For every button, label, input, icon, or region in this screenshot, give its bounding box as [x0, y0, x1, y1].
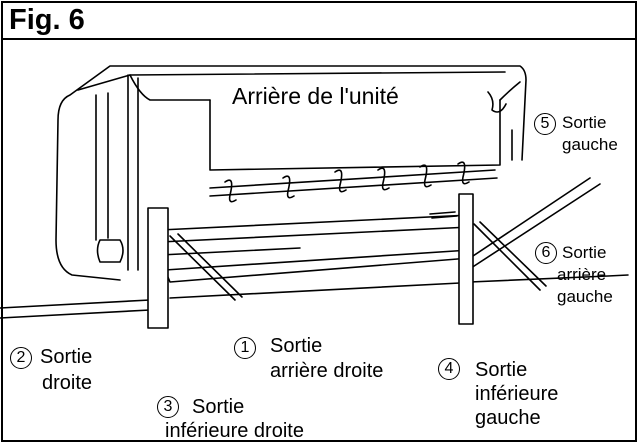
left-bracket [95, 92, 109, 241]
diag-outlet-1 [169, 233, 243, 301]
outlet-4-number: 4 [438, 358, 460, 380]
wall-line [0, 274, 629, 309]
diag-outlet-6 [473, 221, 547, 291]
outlet-1-number: 1 [234, 337, 256, 359]
outlet-5-line2: gauche [562, 135, 618, 154]
outlet-4-line2: inférieure [475, 383, 559, 405]
outlet-1-line1: Sortie [270, 335, 323, 357]
outlet-2-line2: droite [42, 372, 93, 394]
outlet-1-line2: arrière droite [270, 360, 384, 382]
unit-top-rim [129, 74, 521, 101]
outlet-5-number: 5 [534, 113, 556, 135]
wall-edge-right [467, 177, 601, 271]
outlet-6-line1: Sortie [562, 243, 607, 262]
outlet-bar-right [147, 207, 169, 329]
outlet-bar-left [458, 193, 474, 325]
figure-header: Fig. 6 [1, 1, 635, 40]
unit-outline [55, 65, 527, 281]
outlet-4-line1: Sortie [475, 359, 528, 381]
pan-slots [429, 211, 458, 219]
outlet-3-number: 3 [157, 396, 179, 418]
outlet-6-line3: gauche [557, 287, 613, 306]
outlet-6-line2: arrière [557, 265, 607, 284]
right-side-detail [487, 91, 513, 161]
fin-rail [209, 169, 498, 197]
outlet-3-line2: inférieure droite [165, 420, 304, 442]
figure-title: Fig. 6 [9, 4, 85, 36]
wall-line-lower [0, 309, 151, 319]
unit-back-panel [209, 99, 501, 171]
outlet-3-line1: Sortie [192, 396, 245, 418]
left-coupling [96, 239, 124, 263]
outlet-6-number: 6 [535, 242, 557, 264]
outlet-5-line1: Sortie [562, 113, 607, 132]
unit-back-label: Arrière de l'unité [230, 83, 401, 109]
drain-pan [159, 214, 471, 283]
outlet-2-number: 2 [10, 347, 32, 369]
outlet-2-line1: Sortie [40, 346, 93, 368]
outlet-4-line3: gauche [475, 407, 541, 429]
